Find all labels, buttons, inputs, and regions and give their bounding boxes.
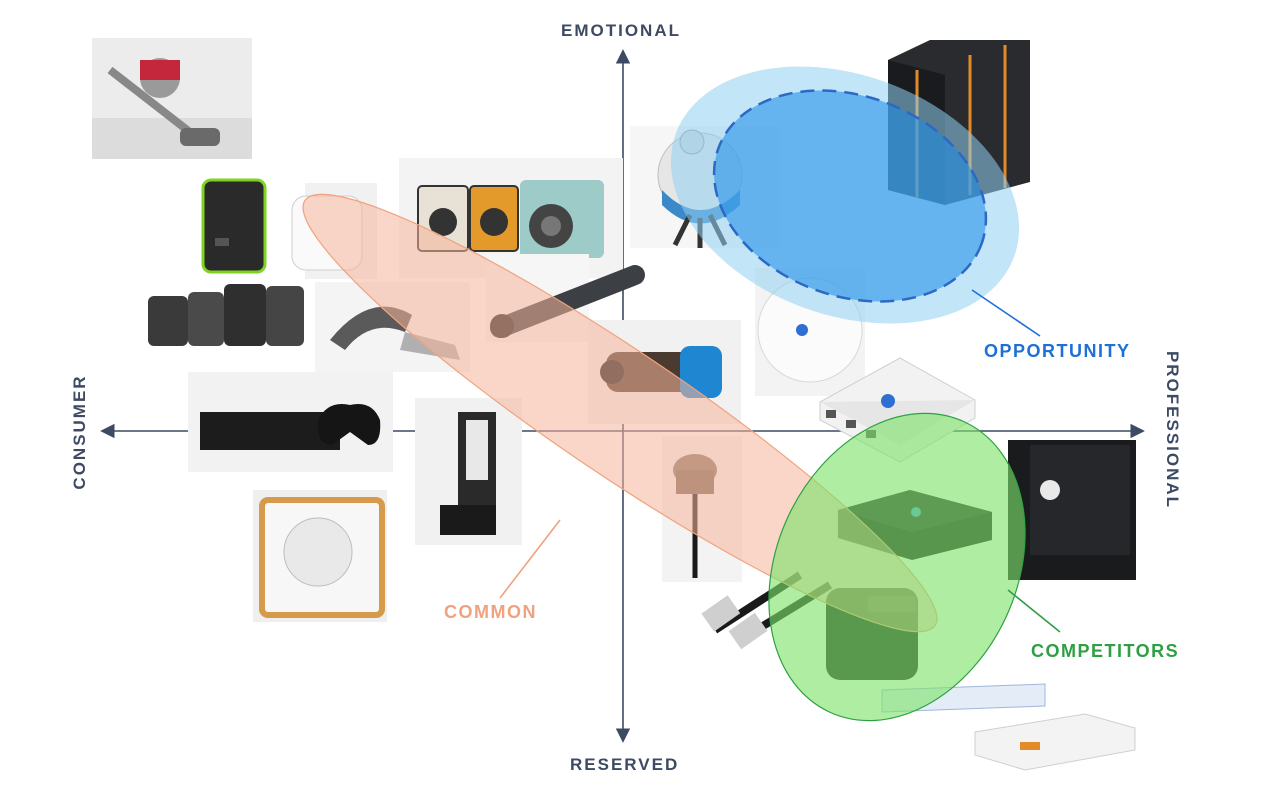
rack-unit-white-photo: [974, 713, 1136, 771]
axis-label-consumer: CONSUMER: [70, 374, 89, 490]
common-leader-line: [499, 519, 561, 599]
radio-speaker-photo: [253, 490, 387, 622]
zone-label-competitors: COMPETITORS: [1031, 641, 1180, 661]
game-console-photo: [188, 372, 393, 472]
zone-label-opportunity: OPPORTUNITY: [984, 341, 1131, 361]
axis-label-professional: PROFESSIONAL: [1163, 350, 1182, 510]
axis-label-reserved: RESERVED: [570, 755, 680, 774]
axis-label-emotional: EMOTIONAL: [561, 21, 681, 40]
competitors-zone: [768, 412, 1026, 722]
usb-wall-charger-photo: [201, 178, 267, 274]
industrial-pc-photo: [1008, 440, 1136, 580]
opportunity-leader-line: [971, 289, 1041, 337]
zone-label-common: COMMON: [444, 602, 537, 622]
mesh-wifi-routers-photo: [148, 284, 304, 346]
competitors-leader-line: [1007, 589, 1061, 633]
cordless-vacuum-photo: [92, 38, 252, 159]
opportunity-zone: [670, 66, 1020, 324]
outdoor-security-camera-photo: [415, 398, 522, 545]
